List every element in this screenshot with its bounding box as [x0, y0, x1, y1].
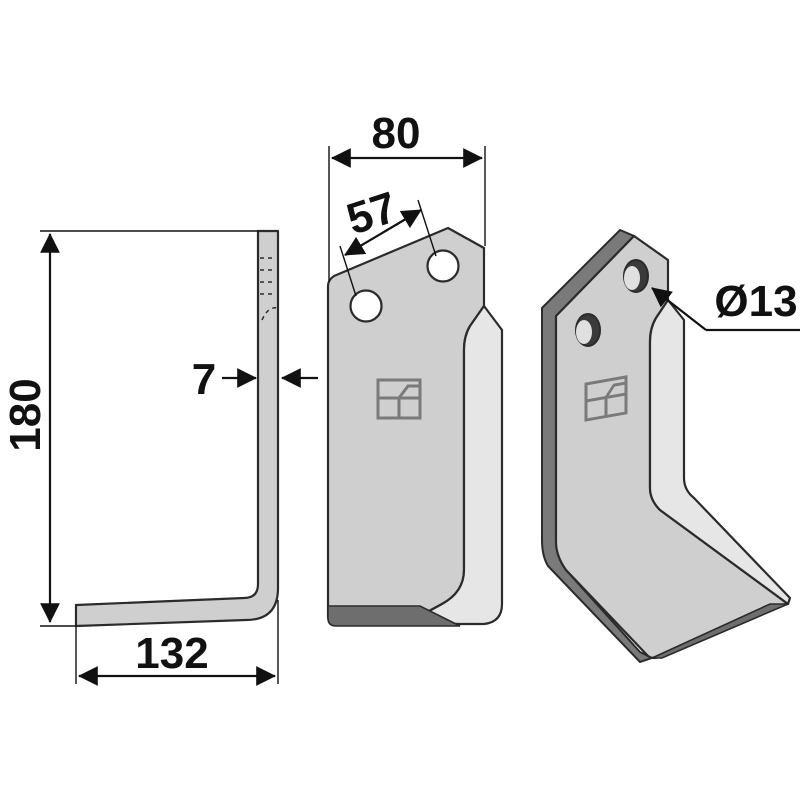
hp-logo-icon: [376, 378, 422, 420]
side-hidden-lines: [260, 257, 279, 321]
hole-diameter-leader-arrow: [651, 287, 707, 331]
side-profile-blade: [74, 229, 280, 628]
side-view: 180 132 7: [1, 229, 318, 686]
perspective-hole-lower-inner: [576, 320, 592, 344]
front-blade-face: [326, 226, 486, 626]
perspective-blade-bevel: [648, 298, 792, 606]
perspective-view: Ø13: [541, 228, 800, 664]
hp-logo-perspective-icon: [584, 375, 628, 422]
height-label: 180: [1, 378, 50, 451]
hole-diameter-label: Ø13: [714, 277, 797, 326]
front-view: 80 57: [326, 109, 504, 627]
hole-spacing-extension-right: [417, 199, 437, 257]
perspective-blade-bottom-edge: [651, 603, 789, 659]
hole-spacing-label: 57: [341, 183, 403, 245]
front-hole-left: [349, 289, 383, 323]
base-length-label: 132: [135, 629, 208, 678]
thickness-label: 7: [192, 355, 216, 404]
perspective-hole-upper-inner: [624, 266, 640, 290]
hole-spacing-dimension-line: [344, 209, 422, 256]
front-hole-right: [426, 249, 460, 283]
width-label: 80: [372, 109, 421, 158]
front-blade-bottom-edge: [327, 605, 461, 627]
hole-spacing-extension-left: [339, 245, 357, 297]
